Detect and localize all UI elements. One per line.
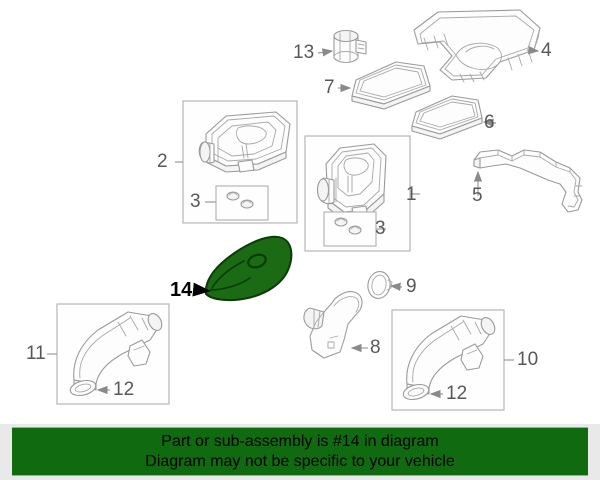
footer-banner: Part or sub-assembly is #14 in diagram D… [0, 424, 600, 480]
part-3a-screws-box [215, 185, 269, 221]
callout-10: 10 [517, 349, 539, 370]
part-10-air-inlet-duct [406, 315, 496, 395]
part-3b-screws-box [323, 211, 377, 247]
callout-3a: 3 [190, 191, 201, 212]
part-12a-duct-gasket [69, 379, 97, 397]
part-12b-duct-gasket [402, 383, 430, 401]
callout-11: 11 [26, 343, 46, 364]
part-13-air-mass-sensor [333, 29, 367, 64]
part-8-resonator-elbow [303, 291, 363, 359]
footer-line-primary: Part or sub-assembly is #14 in diagram [161, 432, 439, 450]
leader-line-6 [482, 118, 497, 127]
callout-7: 7 [324, 77, 335, 98]
diagram-canvas: .ln { fill:none; stroke:#9a9a9c; stroke-… [26, 9, 583, 411]
footer-line-secondary: Diagram may not be specific to your vehi… [145, 452, 455, 470]
callout-2: 2 [157, 151, 168, 172]
callout-12b: 12 [446, 383, 468, 404]
callout-9: 9 [406, 276, 417, 297]
part-5-air-intake-hose [473, 149, 583, 213]
callout-12a: 12 [113, 379, 135, 400]
callout-5: 5 [472, 185, 483, 206]
part-7-air-filter-element [351, 61, 431, 110]
callout-4: 4 [541, 40, 552, 61]
callout-6: 6 [484, 112, 495, 133]
callout-1: 1 [406, 184, 417, 205]
part-4-air-cleaner-cover [413, 9, 541, 83]
callout-3b: 3 [375, 218, 386, 239]
callout-8: 8 [370, 337, 381, 358]
part-14-air-intake-resonator-highlighted [205, 235, 293, 302]
footer-banner-inner: Part or sub-assembly is #14 in diagram D… [12, 427, 588, 476]
callout-13: 13 [293, 42, 315, 63]
callout-14: 14 [170, 279, 193, 301]
part-9-seal-ring [367, 271, 393, 299]
leader-line-13 [317, 48, 334, 57]
part-6-air-filter-element [411, 95, 483, 140]
leader-line-14 [192, 282, 211, 297]
leader-line-9 [389, 282, 403, 292]
leader-line-4 [526, 45, 540, 55]
parts-diagram-illustration: .ln { fill:none; stroke:#9a9a9c; stroke-… [47, 9, 583, 411]
part-2-air-cleaner-housing [198, 111, 291, 173]
